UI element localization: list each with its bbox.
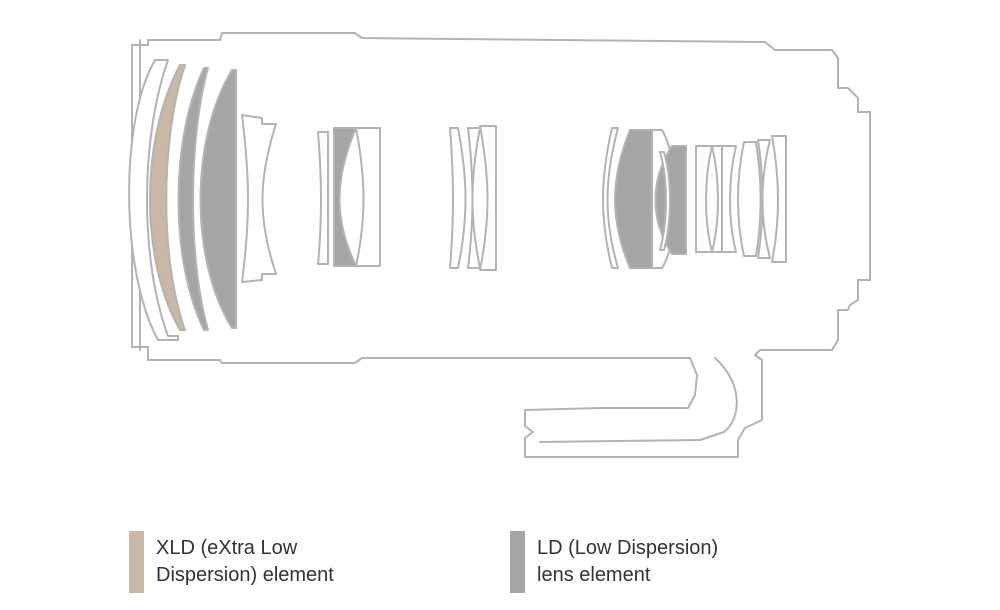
lens-barrel-outline <box>131 32 871 458</box>
ld-lens-element-2 <box>199 69 238 329</box>
xld-color-swatch <box>129 531 144 593</box>
lens-element <box>317 131 329 265</box>
lens-element <box>737 141 762 257</box>
ld-color-swatch <box>510 531 525 593</box>
xld-lens-element <box>149 64 186 331</box>
ld-lens-element-3 <box>333 127 357 267</box>
lens-element <box>757 139 771 259</box>
ld-lens-element-1 <box>177 67 209 331</box>
lens-element <box>721 145 737 253</box>
lens-element <box>241 114 277 283</box>
lens-element <box>449 127 467 269</box>
ld-legend-label: LD (Low Dispersion) lens element <box>537 537 719 586</box>
lens-element <box>659 151 671 251</box>
front-lens-element <box>128 59 179 341</box>
lens-element <box>695 145 713 253</box>
lens-element <box>771 135 787 263</box>
lens-construction-diagram <box>128 32 871 458</box>
lens-element <box>602 127 619 269</box>
ld-lens-element-4 <box>614 129 653 269</box>
lens-element <box>711 145 723 253</box>
lens-element <box>355 127 381 267</box>
tripod-foot-line <box>539 357 738 443</box>
xld-legend-label: XLD (eXtra Low Dispersion) element <box>156 537 334 586</box>
lens-element <box>467 127 481 269</box>
lens-element <box>479 125 497 271</box>
